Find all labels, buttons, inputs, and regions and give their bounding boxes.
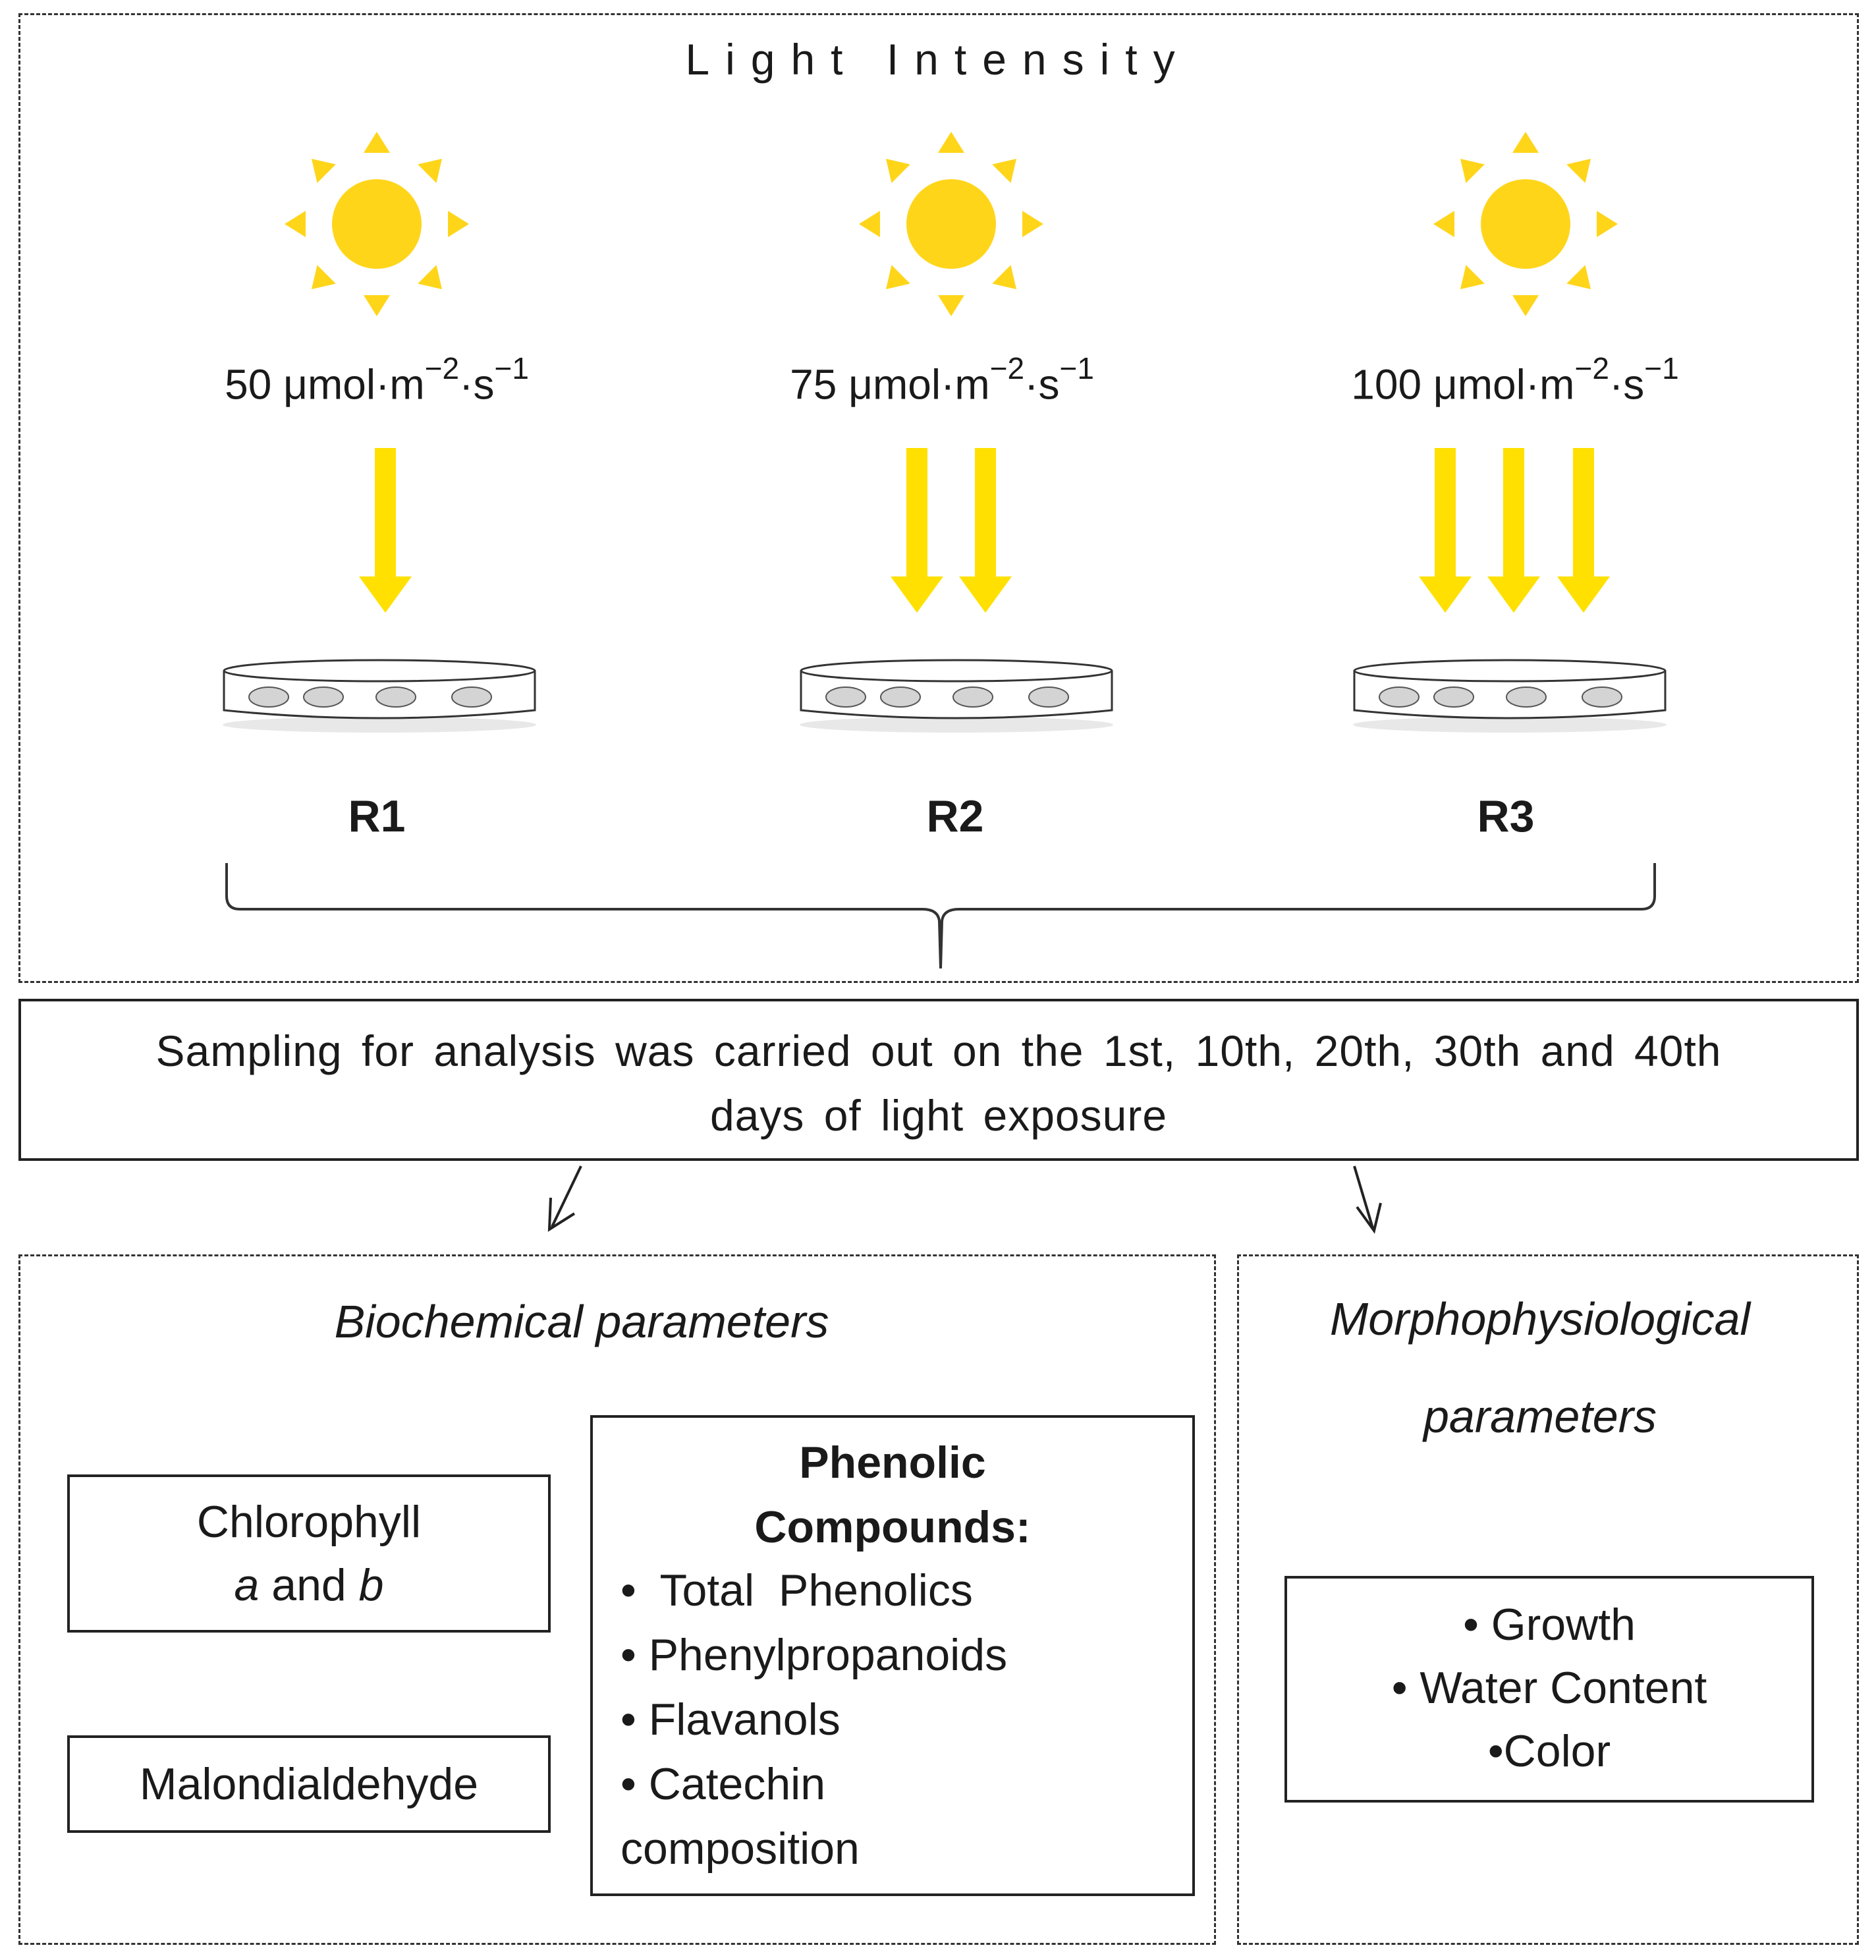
morphophysiological-title-line2: parameters (1423, 1391, 1657, 1442)
treatment-label-r3: R3 (1477, 791, 1535, 841)
sampling-text-line2: days of light exposure (709, 1091, 1168, 1140)
arrow-to-biochemical (547, 1165, 582, 1232)
grouping-brace (225, 863, 1656, 969)
morphophysiological-panel (1237, 1254, 1859, 1945)
rate-label-r2: 75 μmol·m−2·s−1 (790, 351, 1094, 408)
morpho-item-water-content: • Water Content (1391, 1663, 1707, 1713)
phenolic-item-composition: composition (621, 1824, 860, 1874)
chlorophyll-box (67, 1474, 551, 1633)
phenolic-item-phenylpropanoids: • Phenylpropanoids (621, 1630, 1008, 1680)
phenolic-heading-line2: Compounds: (754, 1502, 1031, 1552)
phenolic-item-total: • Total Phenolics (621, 1565, 973, 1615)
phenolic-compounds-box (590, 1415, 1195, 1896)
phenolic-heading-line1: Phenolic (799, 1438, 986, 1488)
morpho-item-growth: • Growth (1463, 1600, 1636, 1650)
morpho-item-color: •Color (1487, 1726, 1611, 1776)
chlorophyll-line1: Chlorophyll (196, 1497, 422, 1547)
phenolic-item-catechin: • Catechin (621, 1759, 826, 1809)
morphophysiological-title-line1: Morphophysiological (1329, 1293, 1751, 1345)
malondialdehyde-box (67, 1735, 551, 1833)
biochemical-title: Biochemical parameters (334, 1296, 829, 1347)
treatment-label-r2: R2 (926, 791, 984, 841)
malondialdehyde-label: Malondialdehyde (139, 1759, 479, 1809)
chlorophyll-label: Chlorophyll a and b (67, 1490, 551, 1617)
sampling-box (18, 999, 1859, 1161)
phenolic-item-flavanols: • Flavanols (621, 1694, 841, 1745)
chlorophyll-line2: a and b (234, 1560, 384, 1610)
rate-label-r1: 50 μmol·m−2·s−1 (225, 351, 529, 408)
rate-label-r3: 100 μmol·m−2·s−1 (1351, 351, 1679, 408)
light-intensity-panel (18, 13, 1859, 983)
morphophysiological-box (1284, 1576, 1814, 1803)
biochemical-panel (18, 1254, 1216, 1945)
light-intensity-title: Light Intensity (685, 35, 1191, 84)
arrow-to-morphophysiological (1353, 1165, 1382, 1234)
treatment-label-r1: R1 (348, 791, 406, 841)
sampling-text-line1: Sampling for analysis was carried out on… (155, 1026, 1722, 1075)
